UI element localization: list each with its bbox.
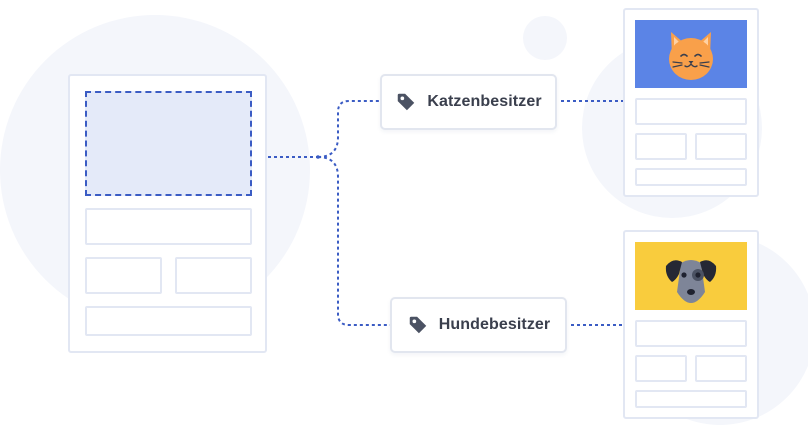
placeholder-block bbox=[85, 208, 252, 245]
connector-branch-dog bbox=[317, 156, 390, 326]
placeholder-block bbox=[85, 257, 162, 294]
placeholder-block bbox=[695, 133, 747, 160]
placeholder-block bbox=[635, 320, 747, 347]
background-blob-small bbox=[523, 16, 567, 60]
cat-banner bbox=[635, 20, 747, 88]
placeholder-block bbox=[175, 257, 252, 294]
tag-label: Katzenbesitzer bbox=[427, 93, 542, 110]
tag-label: Hundebesitzer bbox=[438, 316, 551, 333]
placeholder-block bbox=[695, 355, 747, 382]
tag-icon bbox=[398, 93, 415, 111]
dog-variant-card bbox=[623, 230, 759, 419]
cat-variant-card bbox=[623, 8, 759, 197]
selected-content-area[interactable] bbox=[85, 91, 252, 196]
dog-face-icon bbox=[665, 260, 717, 303]
tag-hundebesitzer[interactable]: Hundebesitzer bbox=[390, 297, 567, 353]
placeholder-block bbox=[85, 306, 252, 336]
placeholder-block bbox=[635, 168, 747, 186]
dog-banner bbox=[635, 242, 747, 310]
connector-branch-cat bbox=[317, 100, 380, 158]
placeholder-block bbox=[635, 390, 747, 408]
placeholder-block bbox=[635, 133, 687, 160]
connector-junction-dot bbox=[316, 155, 320, 159]
placeholder-block bbox=[635, 98, 747, 125]
source-page-card bbox=[68, 74, 267, 353]
cat-face-icon bbox=[669, 32, 713, 80]
placeholder-block bbox=[635, 355, 687, 382]
tag-icon bbox=[409, 316, 426, 334]
tag-katzenbesitzer[interactable]: Katzenbesitzer bbox=[380, 74, 557, 130]
